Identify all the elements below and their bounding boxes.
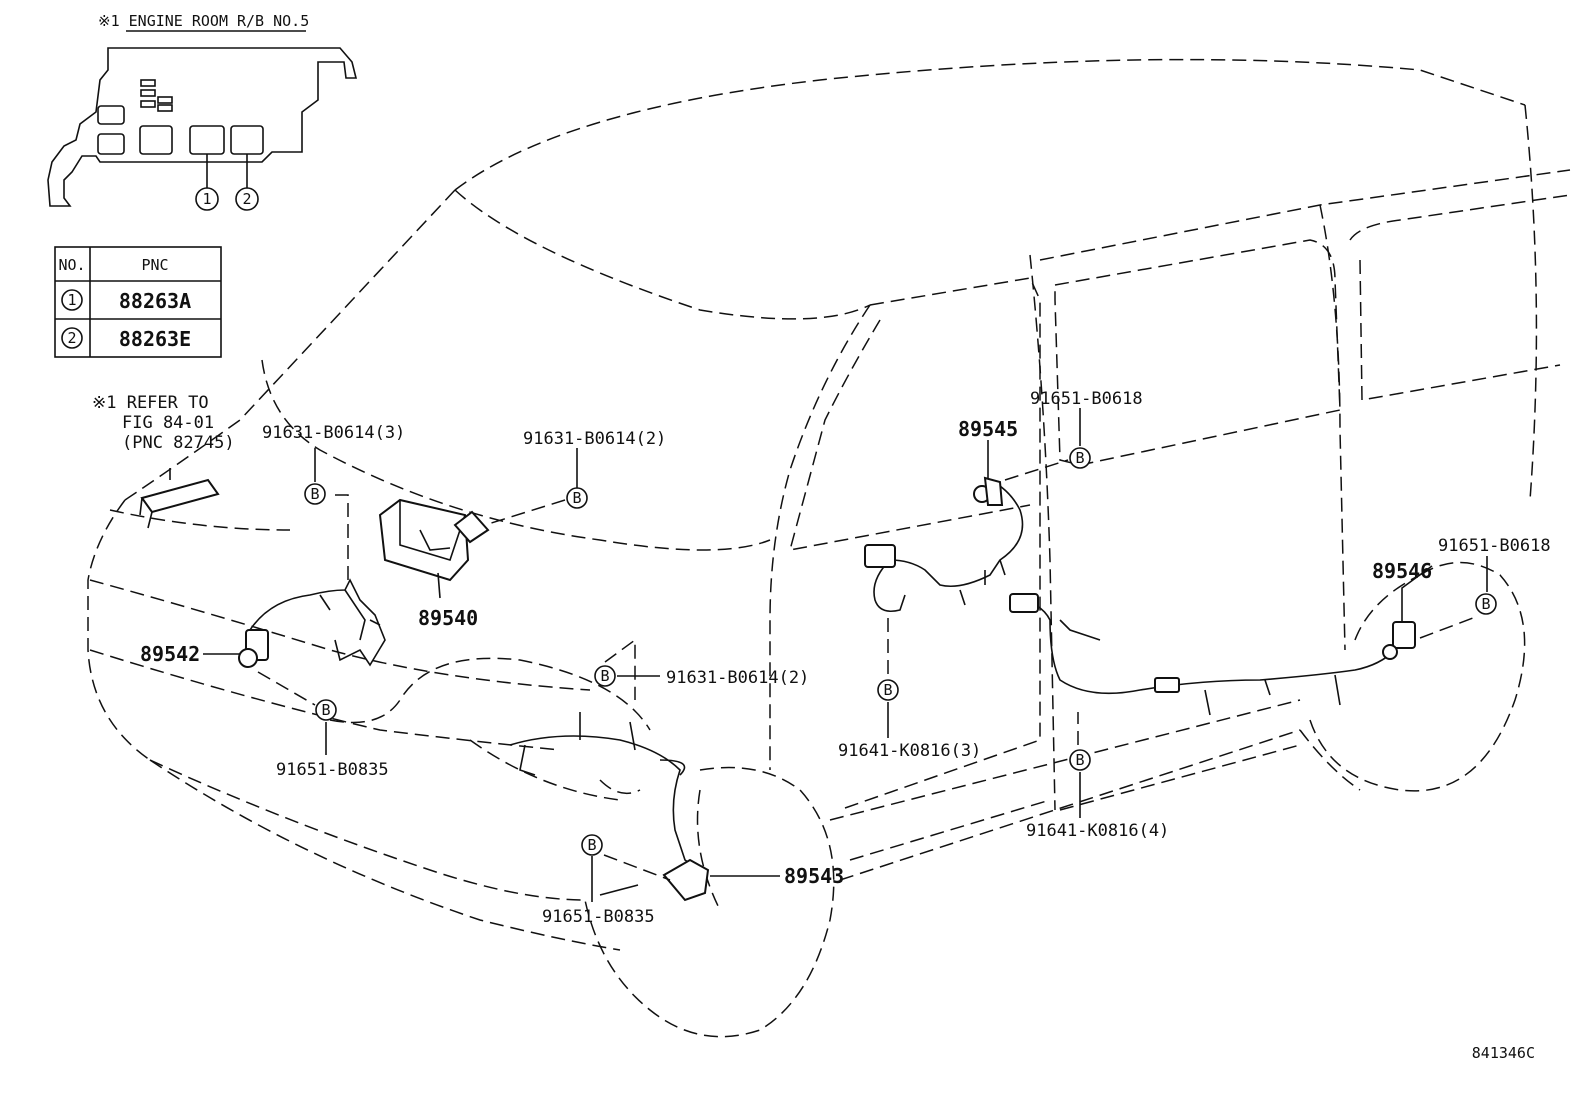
bolt-marker: B: [1069, 447, 1091, 469]
svg-text:B: B: [587, 836, 596, 854]
table-cell-pnc: 88263A: [119, 289, 191, 313]
label-fastener: 91651-B0835: [542, 907, 655, 927]
label-fastener: 91631-B0614(2): [666, 668, 809, 688]
bolt-marker: B: [877, 679, 899, 701]
bolt-marker: B: [315, 699, 337, 721]
label-89543: 89543: [784, 864, 844, 888]
table-header-pnc: PNC: [141, 256, 168, 274]
svg-text:B: B: [600, 667, 609, 685]
svg-text:B: B: [1075, 751, 1084, 769]
svg-text:B: B: [1481, 595, 1490, 613]
label-fastener: 91631-B0614(3): [262, 423, 405, 443]
bolt-markers: B B B B B B B B B: [304, 447, 1497, 856]
svg-text:2: 2: [67, 329, 76, 347]
table-row: 1 88263A: [61, 289, 191, 313]
engine-room-relay-block-inset: ※1 ENGINE ROOM R/B NO.5 1 2: [47, 12, 358, 211]
label-fastener: 91651-B0618: [1438, 536, 1551, 556]
relay-bracket: [139, 468, 220, 529]
pnc-table: NO. PNC 1 88263A 2 88263E: [54, 246, 222, 358]
vehicle-body-outline: [87, 58, 1571, 1038]
svg-text:B: B: [883, 681, 892, 699]
bolt-marker: B: [1475, 593, 1497, 615]
table-cell-pnc: 88263E: [119, 327, 191, 351]
table-row: 2 88263E: [61, 327, 191, 351]
sensor-89543: [509, 712, 710, 902]
bolt-marker: B: [1069, 749, 1091, 771]
label-fastener: 91641-K0816(3): [838, 741, 981, 761]
part-labels: 89540 89542 89543 89545 89546 91631-B061…: [140, 389, 1551, 1062]
svg-text:FIG 84-01: FIG 84-01: [122, 413, 214, 433]
label-89542: 89542: [140, 642, 200, 666]
label-fastener: 91651-B0618: [1030, 389, 1143, 409]
inset-marker-2: 2: [235, 187, 259, 211]
svg-text:1: 1: [202, 190, 211, 208]
sensor-89545: [864, 476, 1024, 613]
svg-text:2: 2: [242, 190, 251, 208]
bolt-marker: B: [304, 483, 326, 505]
svg-text:1: 1: [67, 291, 76, 309]
refer-note: ※1 REFER TO FIG 84-01 (PNC 82745): [92, 393, 235, 453]
svg-text:B: B: [321, 701, 330, 719]
label-fastener: 91651-B0835: [276, 760, 389, 780]
label-89546: 89546: [1372, 559, 1432, 583]
svg-text:B: B: [310, 485, 319, 503]
bolt-marker: B: [594, 665, 616, 687]
leader-lines: [203, 408, 1488, 902]
sensor-89546: [1009, 593, 1416, 716]
svg-text:(PNC 82745): (PNC 82745): [122, 433, 235, 453]
label-fastener: 91631-B0614(2): [523, 429, 666, 449]
table-header-no: NO.: [58, 256, 85, 274]
svg-text:※1 REFER TO: ※1 REFER TO: [92, 393, 209, 413]
sensor-89542: [238, 578, 386, 668]
inset-marker-1: 1: [195, 187, 219, 211]
figure-code: 841346C: [1472, 1044, 1535, 1062]
bolt-marker: B: [581, 834, 603, 856]
bolt-marker: B: [566, 487, 588, 509]
label-89540: 89540: [418, 606, 478, 630]
svg-text:B: B: [1075, 449, 1084, 467]
inset-title: ※1 ENGINE ROOM R/B NO.5: [98, 12, 309, 30]
label-89545: 89545: [958, 417, 1018, 441]
svg-text:B: B: [572, 489, 581, 507]
ecu-89540: [378, 498, 490, 582]
label-fastener: 91641-K0816(4): [1026, 821, 1169, 841]
